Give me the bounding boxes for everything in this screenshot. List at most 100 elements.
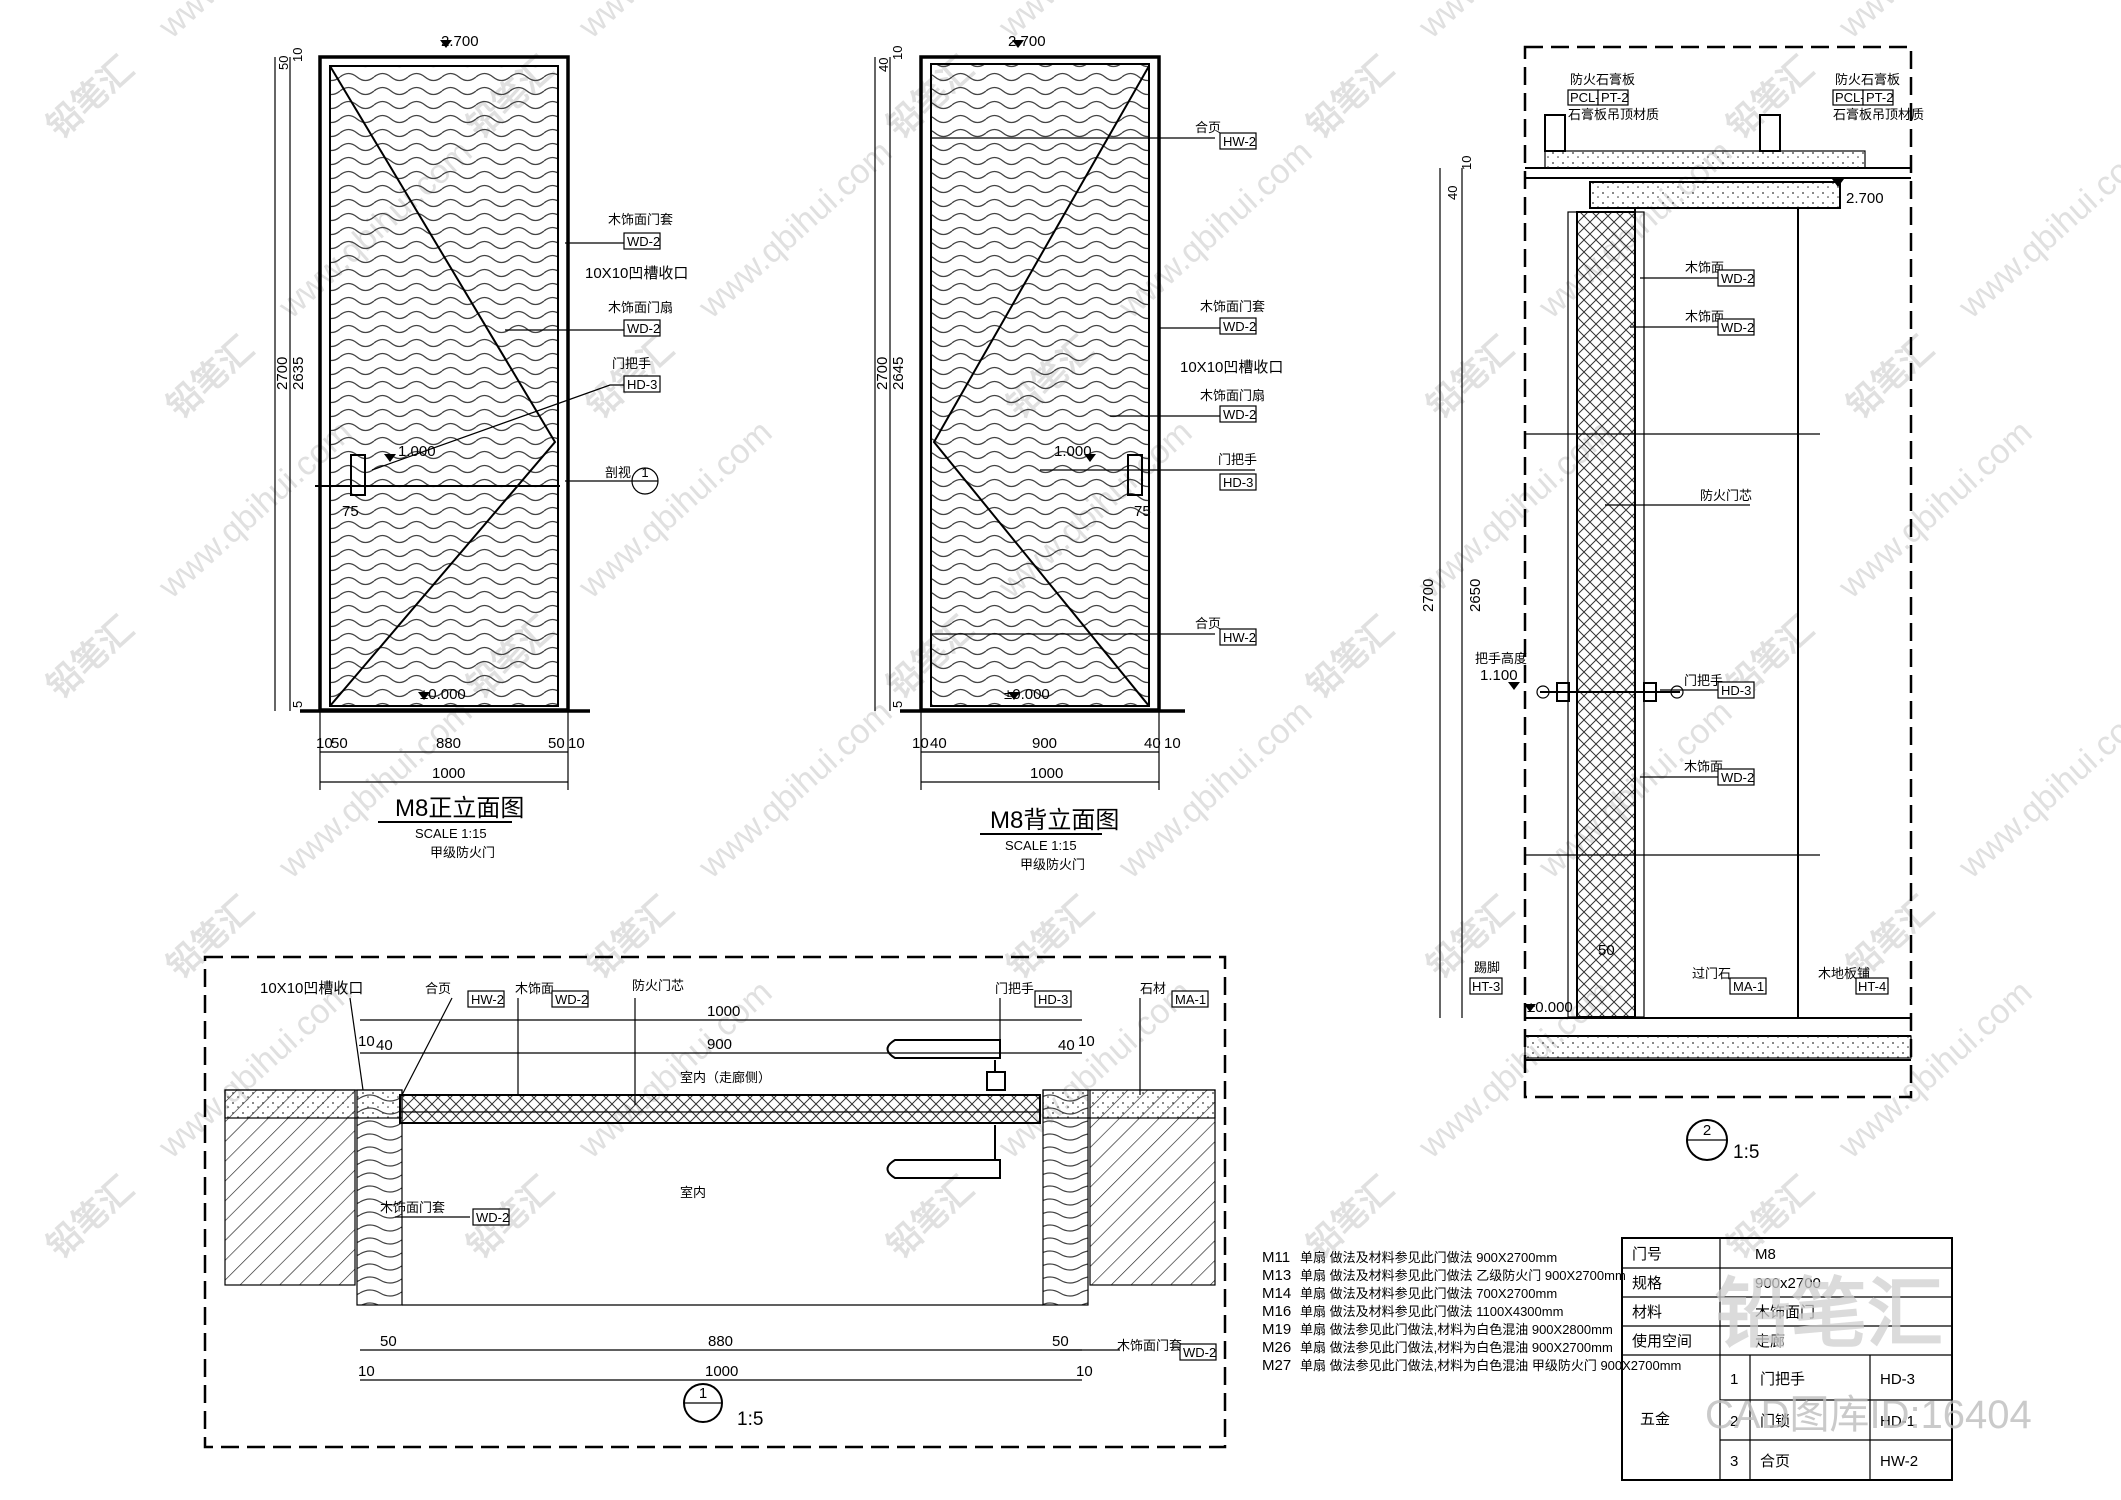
plan-callout-7: 木饰面门套 <box>1117 1338 1182 1353</box>
plan-code-5: MA-1 <box>1175 992 1206 1007</box>
front-dim-b-4: 10 <box>568 735 585 752</box>
plan-side-label: 室内（走廊侧） <box>680 1070 771 1085</box>
plan-dim-bot-1: 880 <box>708 1333 733 1350</box>
back-door-leaf <box>930 63 1150 707</box>
front-bottom-level: ±0.000 <box>420 686 466 703</box>
watermark-url: www.qbihui.com <box>1951 133 2121 326</box>
plan-dim-bot-2: 50 <box>1052 1333 1069 1350</box>
back-callout-label-1: 木饰面门套 <box>1200 299 1265 314</box>
schedule-value-1: 900x2700 <box>1755 1275 1821 1292</box>
vsec-code-6: MA-1 <box>1733 979 1764 994</box>
plan-wall-left <box>224 1089 356 1286</box>
schedule-key-3: 使用空间 <box>1632 1333 1692 1350</box>
cad-library-id: CAD图库ID:16404 <box>1705 1393 2032 1437</box>
plan-code-6: WD-2 <box>476 1210 509 1225</box>
schedule-hw-item-2: 合页 <box>1760 1453 1790 1470</box>
vsec-top-note-1: 石膏板吊顶材质 <box>1833 107 1924 122</box>
watermark-brand: 铅笔汇 <box>40 609 141 705</box>
front-top-level: 2.700 <box>441 33 479 50</box>
front-elevation: 1 剖视 2.700 ±0.000 1.000 75 50 10 2635 5 … <box>274 33 688 860</box>
plan-dim-top-4: 40 <box>1058 1037 1075 1054</box>
vsec-top-callout-1: 防火石膏板 <box>1835 72 1900 87</box>
watermark-url: www.qbihui.com <box>1411 0 1620 46</box>
door-list-no: M27 <box>1262 1357 1291 1374</box>
door-list-text: 单扇 做法及材料参见此门做法 1100X4300mm <box>1300 1304 1563 1319</box>
back-dim-v-2: 2645 <box>890 357 907 390</box>
vsec-bottom-level: ±0.000 <box>1527 999 1573 1016</box>
watermark-brand: 铅笔汇 <box>1300 49 1401 145</box>
vsec-code-0: WD-2 <box>1721 271 1754 286</box>
plan-door-leaf <box>399 1094 1041 1124</box>
door-list-text: 单扇 做法参见此门做法,材料为白色混油 900X2800mm <box>1300 1322 1613 1337</box>
front-elevation-title: M8正立面图 <box>395 795 524 822</box>
front-handle-level: 1.000 <box>398 443 436 460</box>
watermark-brand: 铅笔汇 <box>1720 49 1821 145</box>
watermark-url: www.qbihui.com <box>1831 413 2040 606</box>
front-dim-v-2: 2635 <box>290 357 307 390</box>
vsec-top-level: 2.700 <box>1846 190 1884 207</box>
back-dim-v-1: 10 <box>890 46 905 60</box>
plan-dim-bot-4: 1000 <box>705 1363 738 1380</box>
vsec-callout-4: 木饰面 <box>1684 759 1723 774</box>
door-list-no: M16 <box>1262 1303 1291 1320</box>
front-dim-b-0: 10 <box>316 735 333 752</box>
watermark-brand: 铅笔汇 <box>1420 889 1521 985</box>
plan-handle-top <box>886 1039 1001 1059</box>
front-dim-b-5: 1000 <box>432 765 465 782</box>
door-list-no: M19 <box>1262 1321 1291 1338</box>
schedule-hw-code-2: HW-2 <box>1880 1453 1918 1470</box>
plan-dim-top-0: 1000 <box>707 1003 740 1020</box>
plan-code-1: HW-2 <box>471 992 504 1007</box>
plan-dim-top-2: 40 <box>376 1037 393 1054</box>
section-door-leaf <box>1576 211 1636 1018</box>
schedule-hw-item-1: 门锁 <box>1760 1413 1790 1430</box>
back-dim-v-3: 5 <box>890 701 905 708</box>
vsec-dim-3: 2700 <box>1420 579 1437 612</box>
brand-logo-text: 铅笔汇 <box>1715 1272 1943 1357</box>
vsec-top-note-0: 石膏板吊顶材质 <box>1568 107 1659 122</box>
back-dim-v-4: 2700 <box>874 357 891 390</box>
vsec-top-code-0b: PT-2 <box>1601 90 1628 105</box>
watermark-url: www.qbihui.com <box>571 413 780 606</box>
front-callout-code-2: WD-2 <box>627 321 660 336</box>
front-callout-code-0: WD-2 <box>627 234 660 249</box>
vsec-dim-1: 40 <box>1445 186 1460 200</box>
vsec-callout-6: 过门石 <box>1692 966 1731 981</box>
front-door-leaf <box>329 65 559 707</box>
front-callout-label-2: 木饰面门扇 <box>608 300 673 315</box>
back-handle-level: 1.000 <box>1054 443 1092 460</box>
plan-section-no: 1 <box>699 1385 707 1402</box>
plan-section: 1000 10 40 900 40 10 50 880 50 10 1000 1… <box>203 955 1227 1449</box>
front-handle <box>350 454 366 496</box>
back-top-level: 2.700 <box>1008 33 1046 50</box>
front-dim-v-4: 2700 <box>274 357 291 390</box>
vsec-code-1: WD-2 <box>1721 320 1754 335</box>
watermark-brand: 铅笔汇 <box>40 49 141 145</box>
vsec-callout-7: 木地板铺 <box>1818 966 1870 981</box>
back-elevation-subtitle: 甲级防火门 <box>1020 857 1085 872</box>
front-dim-b-1: 50 <box>331 735 348 752</box>
schedule-hw-code-1: HD-1 <box>1880 1413 1915 1430</box>
plan-dim-top-5: 10 <box>1078 1033 1095 1050</box>
back-callout-code-3: WD-2 <box>1223 407 1256 422</box>
watermark-url: www.qbihui.com <box>1111 693 1320 886</box>
vsec-callout-3: 门把手 <box>1684 673 1723 688</box>
watermark-brand: 铅笔汇 <box>880 1169 981 1265</box>
brand-overlay: 铅笔汇 CAD图库ID:16404 <box>1705 1272 2032 1437</box>
vsec-callout-0: 木饰面 <box>1685 260 1724 275</box>
vsec-scale-label: 1:5 <box>1733 1142 1759 1163</box>
back-dim-b-4: 10 <box>1164 735 1181 752</box>
back-dim-b-5: 1000 <box>1030 765 1063 782</box>
back-handle-offset: 75 <box>1134 503 1151 520</box>
plan-callout-4: 门把手 <box>995 981 1034 996</box>
schedule-hw-item-0: 门把手 <box>1760 1371 1805 1388</box>
front-callout-label-1: 10X10凹槽收口 <box>585 265 688 282</box>
watermark-brand: 铅笔汇 <box>160 329 261 425</box>
